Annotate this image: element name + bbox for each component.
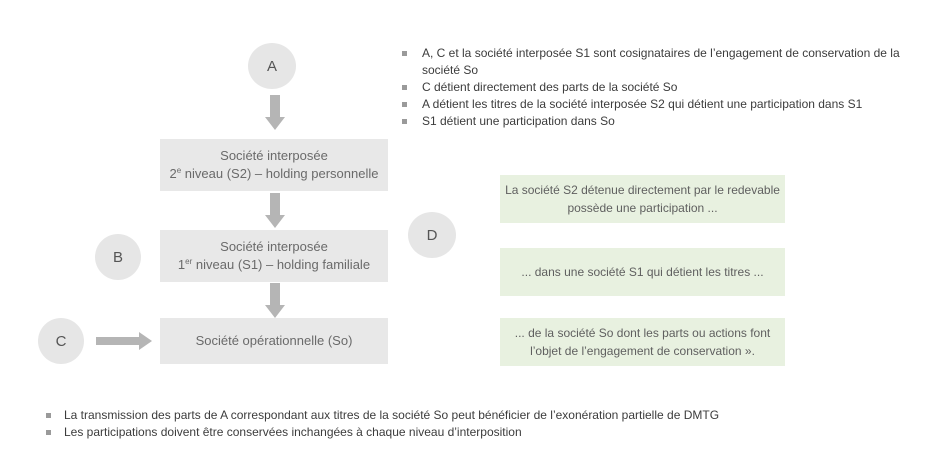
box-s2-line2: 2e niveau (S2) – holding personnelle (169, 166, 379, 181)
arrow-a-to-s2 (265, 95, 285, 130)
node-c-label: C (55, 332, 67, 350)
top-bullet-item: S1 détient une participation dans So (398, 113, 908, 130)
box-s1-line1: Société interposée (220, 239, 328, 254)
node-d: D (408, 212, 456, 258)
green-box-2-line1: ... dans une société S1 qui détient les … (521, 265, 764, 279)
node-a-label: A (266, 57, 277, 75)
top-bullet-item: A détient les titres de la société inter… (398, 96, 908, 113)
box-so-label: Société opérationnelle (So) (195, 333, 353, 348)
node-b: B (95, 234, 141, 280)
top-bullet-item: C détient directement des parts de la so… (398, 79, 908, 96)
green-box-3-line2: l’objet de l’engagement de conservation … (530, 344, 755, 358)
box-so-operationnelle: Société opérationnelle (So) (160, 318, 388, 364)
arrow-s2-to-s1 (265, 193, 285, 228)
green-box-1: La société S2 détenue directement par le… (500, 175, 785, 223)
node-b-label: B (112, 248, 123, 266)
node-c: C (38, 318, 84, 364)
green-box-1-line2: possède une participation ... (567, 201, 718, 215)
green-box-1-line1: La société S2 détenue directement par le… (505, 183, 780, 197)
top-bullet-list: A, C et la société interposée S1 sont co… (398, 45, 908, 130)
arrow-c-to-so (96, 332, 152, 350)
box-s2-holding-personnelle: Société interposée 2e niveau (S2) – hold… (160, 139, 388, 191)
box-s1-line2: 1er niveau (S1) – holding familiale (177, 257, 371, 272)
node-d-label: D (426, 226, 438, 244)
green-box-3: ... de la société So dont les parts ou a… (500, 318, 785, 366)
arrow-s1-to-so (265, 283, 285, 318)
bottom-bullet-list: La transmission des parts de A correspon… (40, 407, 920, 441)
node-a: A (248, 43, 296, 89)
box-s1-holding-familiale: Société interposée 1er niveau (S1) – hol… (160, 230, 388, 282)
bottom-bullet-item: Les participations doivent être conservé… (40, 424, 920, 441)
box-s2-line1: Société interposée (220, 148, 328, 163)
green-box-3-line1: ... de la société So dont les parts ou a… (514, 326, 771, 340)
bottom-bullet-item: La transmission des parts de A correspon… (40, 407, 920, 424)
green-box-2: ... dans une société S1 qui détient les … (500, 248, 785, 296)
top-bullet-item: A, C et la société interposée S1 sont co… (398, 45, 908, 79)
